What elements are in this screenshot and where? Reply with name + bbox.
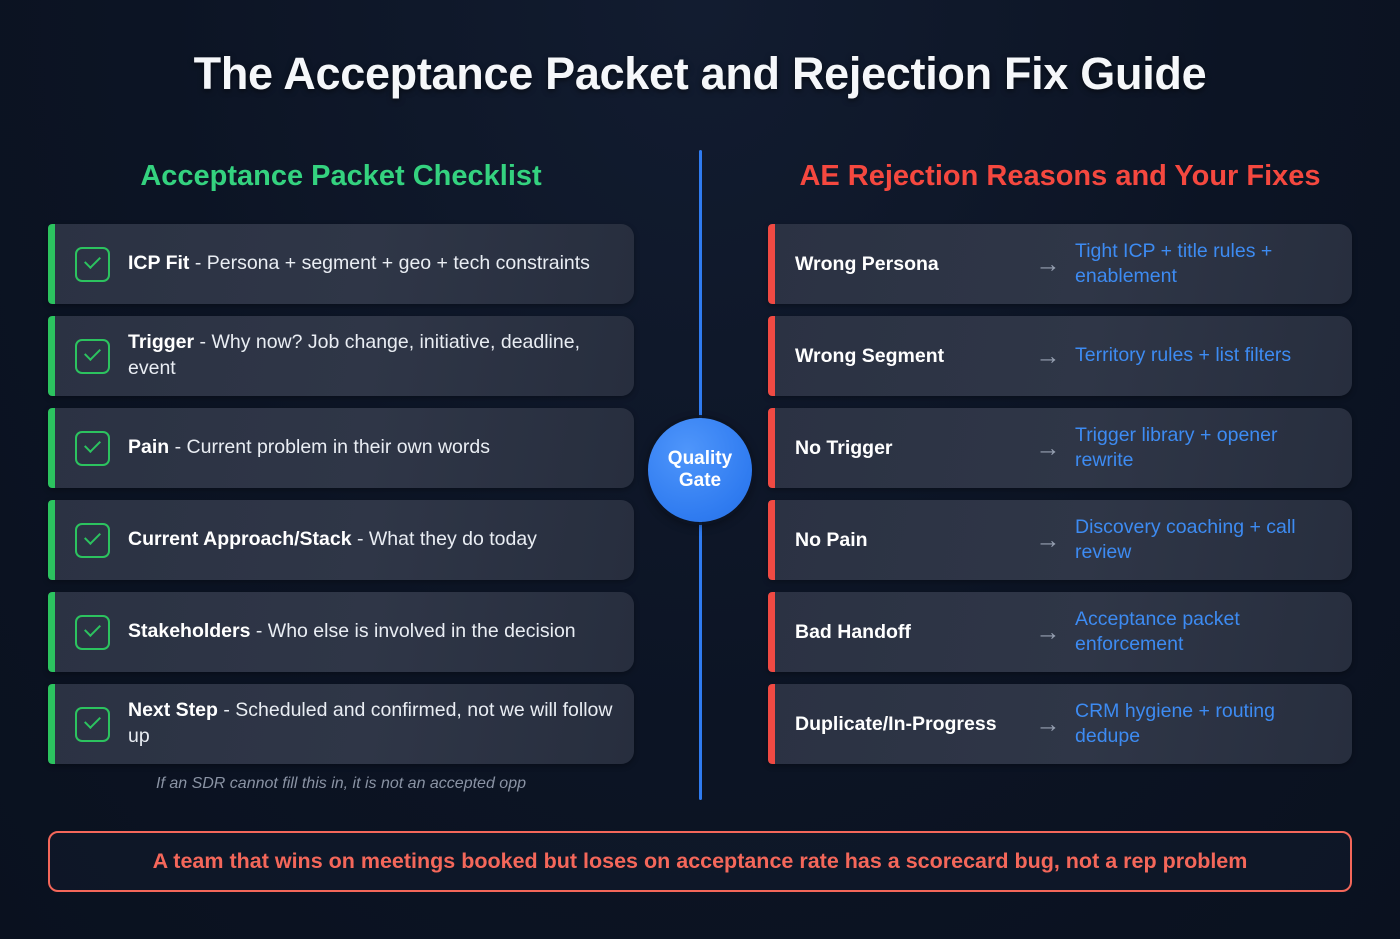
card-accent-bar [768, 684, 775, 764]
checklist-item-text: Trigger - Why now? Job change, initiativ… [128, 330, 618, 382]
card-accent-bar [48, 592, 55, 672]
checklist-item: Next Step - Scheduled and confirmed, not… [48, 684, 634, 764]
card-accent-bar [48, 224, 55, 304]
checkbox-checked-icon[interactable] [75, 430, 110, 466]
left-column-heading: Acceptance Packet Checklist [140, 160, 542, 192]
rejection-reason-label: Wrong Persona [795, 252, 939, 275]
rejection-fix-text: CRM hygiene + routing dedupe [1075, 699, 1275, 747]
checkbox-checked-icon[interactable] [75, 706, 110, 742]
rejection-fix-text: Tight ICP + title rules + enablement [1075, 239, 1273, 287]
checklist-item-text: Current Approach/Stack - What they do to… [128, 527, 537, 553]
checklist-item-description: - What they do today [351, 528, 537, 551]
arrow-right-icon: → [1035, 525, 1061, 554]
arrow-right-icon: → [1035, 617, 1061, 646]
rejection-reason-row: Bad Handoff → Acceptance packet enforcemen… [768, 592, 1352, 672]
arrow-right-icon: → [1035, 433, 1061, 462]
checklist-item-label: ICP Fit [128, 252, 190, 275]
checklist-item-text: ICP Fit - Persona + segment + geo + tech… [128, 251, 590, 277]
rejection-fix-text: Acceptance packet enforcement [1075, 607, 1240, 655]
rejection-reason-label: Bad Handoff [795, 620, 911, 643]
rejection-reason-row: Wrong Segment → Territory rules + list fil… [768, 316, 1352, 396]
card-accent-bar [768, 500, 775, 580]
checklist-footnote: If an SDR cannot fill this in, it is not… [156, 775, 526, 792]
right-column-heading: AE Rejection Reasons and Your Fixes [799, 160, 1321, 192]
checklist-item-text: Pain - Current problem in their own word… [128, 435, 490, 461]
card-accent-bar [768, 224, 775, 304]
rejection-fix-text: Territory rules + list filters [1075, 344, 1292, 367]
checklist-item-description: - Scheduled and confirmed, not we will f… [128, 699, 613, 747]
rejection-reason-label: Wrong Segment [795, 344, 945, 367]
quality-gate-line-2: Gate [678, 470, 722, 491]
bottom-banner-text: A team that wins on meetings booked but … [152, 849, 1248, 873]
checklist-item: Current Approach/Stack - What they do to… [48, 500, 634, 580]
rejection-reason-label: No Pain [795, 528, 868, 551]
checklist-item: Trigger - Why now? Job change, initiativ… [48, 316, 634, 396]
arrow-right-icon: → [1035, 341, 1061, 370]
card-accent-bar [48, 316, 55, 396]
bottom-banner: A team that wins on meetings booked but … [48, 831, 1352, 892]
checklist-item-label: Current Approach/Stack [128, 528, 352, 551]
quality-gate-line-1: Quality [667, 447, 733, 469]
checklist-item-label: Trigger [128, 331, 195, 354]
checklist-item-description: - Current problem in their own words [169, 436, 490, 459]
checkbox-checked-icon[interactable] [75, 246, 110, 282]
ae-rejection-reasons-list: Wrong Persona → Tight ICP + title rules + … [768, 224, 1352, 776]
checklist-item: Stakeholders - Who else is involved in t… [48, 592, 634, 672]
arrow-right-icon: → [1035, 709, 1061, 738]
checklist-item: Pain - Current problem in their own word… [48, 408, 634, 488]
card-accent-bar [768, 592, 775, 672]
arrow-right-icon: → [1035, 249, 1061, 278]
checklist-item-description: - Why now? Job change, initiative, deadl… [128, 331, 580, 379]
checkbox-checked-icon[interactable] [75, 338, 110, 374]
rejection-reason-label: Duplicate/In-Progress [795, 712, 997, 735]
card-accent-bar [768, 316, 775, 396]
checklist-item-label: Stakeholders [128, 620, 251, 643]
rejection-reason-row: No Pain → Discovery coaching + call review [768, 500, 1352, 580]
checklist-item-label: Pain [128, 436, 170, 459]
checkbox-checked-icon[interactable] [75, 522, 110, 558]
rejection-fix-text: Discovery coaching + call review [1075, 515, 1296, 563]
checklist-item-description: - Persona + segment + geo + tech constra… [189, 252, 590, 275]
checklist-item-description: - Who else is involved in the decision [250, 620, 576, 643]
checklist-item-text: Next Step - Scheduled and confirmed, not… [128, 698, 618, 750]
rejection-reason-row: No Trigger → Trigger library + opener rewr… [768, 408, 1352, 488]
checklist-item-label: Next Step [128, 699, 218, 722]
quality-gate-badge: Quality Gate [648, 418, 752, 522]
card-accent-bar [48, 684, 55, 764]
card-accent-bar [768, 408, 775, 488]
checklist-item: ICP Fit - Persona + segment + geo + tech… [48, 224, 634, 304]
acceptance-packet-checklist: ICP Fit - Persona + segment + geo + tech… [48, 224, 634, 776]
checklist-item-text: Stakeholders - Who else is involved in t… [128, 619, 576, 645]
rejection-reason-row: Wrong Persona → Tight ICP + title rules + … [768, 224, 1352, 304]
rejection-fix-text: Trigger library + opener rewrite [1075, 423, 1278, 471]
card-accent-bar [48, 408, 55, 488]
rejection-reason-row: Duplicate/In-Progress → CRM hygiene + rout… [768, 684, 1352, 764]
rejection-reason-label: No Trigger [795, 436, 893, 459]
checkbox-checked-icon[interactable] [75, 614, 110, 650]
page-title: The Acceptance Packet and Rejection Fix … [193, 48, 1207, 99]
card-accent-bar [48, 500, 55, 580]
